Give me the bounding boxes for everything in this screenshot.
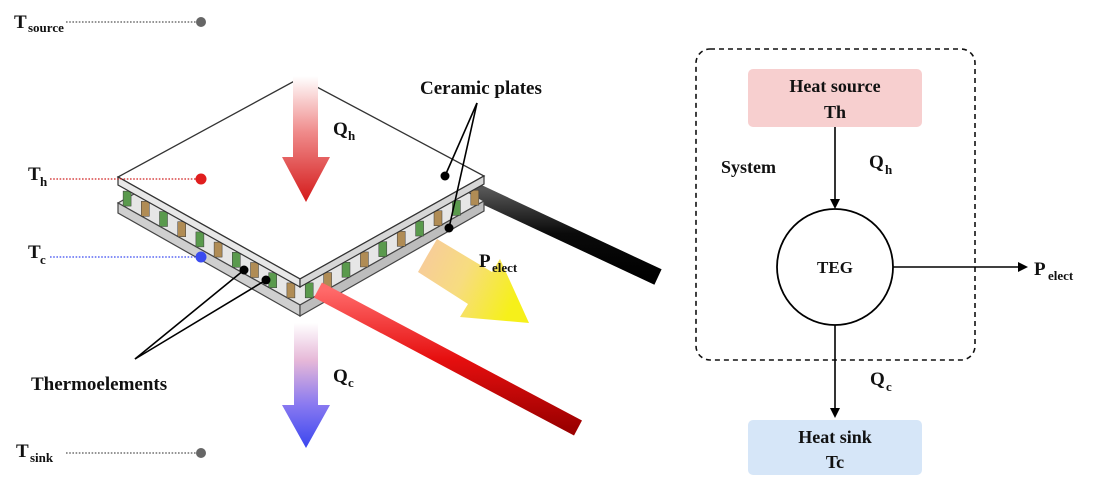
- thermoelement-pellet: [195, 231, 205, 248]
- ceramic-callout-dot-2: [444, 223, 454, 233]
- qc-main: Q: [333, 366, 348, 387]
- thermo-callout-dot-2: [261, 275, 271, 285]
- ceramic-callout-dot-1: [440, 171, 450, 181]
- t-source-sub: source: [28, 20, 64, 35]
- qc-arrow: [282, 323, 330, 448]
- qc-flow-label: Q c: [870, 369, 892, 394]
- thermoelement-array: [122, 189, 480, 299]
- t-c-sub: c: [40, 252, 46, 267]
- p-elect-flow-label: P elect: [1034, 259, 1074, 283]
- qh-flow-main: Q: [869, 152, 884, 173]
- thermo-callout-dot-1: [239, 265, 249, 275]
- black-wire: [468, 182, 662, 285]
- t-source-label: T source: [14, 12, 64, 35]
- qh-sub: h: [348, 128, 356, 143]
- qh-flow-label: Q h: [869, 152, 893, 177]
- thermoelement-pellet: [452, 200, 461, 216]
- thermoelement-pellet: [396, 231, 406, 247]
- heat-source-box: [748, 69, 922, 127]
- p-elect-arrow: [418, 239, 529, 323]
- p-elect-flow-sub: elect: [1048, 268, 1074, 283]
- red-wire: [314, 282, 582, 436]
- p-elect-main: P: [479, 251, 491, 272]
- teg-label: TEG: [817, 258, 853, 277]
- qc-flow-main: Q: [870, 369, 885, 390]
- thermoelement-pellet: [141, 201, 150, 217]
- ceramic-callout-line-1: [444, 102, 478, 177]
- ceramic-callout-line-2: [448, 102, 478, 229]
- ceramic-plates-label: Ceramic plates: [420, 78, 542, 99]
- t-c-label: T c: [28, 242, 46, 267]
- thermoelement-pellet: [433, 210, 443, 226]
- thermoelement-pellet: [177, 221, 186, 237]
- qh-flow-sub: h: [885, 162, 893, 177]
- t-source-dot: [196, 17, 206, 27]
- t-h-sub: h: [40, 174, 48, 189]
- t-sink-sub: sink: [30, 450, 54, 465]
- heat-sink-title: Heat sink: [798, 427, 872, 447]
- qh-label: Q h: [333, 119, 356, 143]
- thermoelements-label: Thermoelements: [31, 374, 167, 395]
- p-elect-sub: elect: [492, 260, 518, 275]
- qh-main: Q: [333, 119, 348, 140]
- t-c-main: T: [28, 242, 41, 263]
- t-h-label: T h: [28, 164, 48, 189]
- t-source-main: T: [14, 12, 27, 33]
- thermo-callout-line-2: [134, 279, 267, 360]
- qc-label: Q c: [333, 366, 354, 390]
- heat-sink-temp: Tc: [826, 452, 844, 472]
- heat-source-temp: Th: [824, 102, 846, 122]
- thermoelement-pellet: [250, 262, 259, 278]
- qc-flow-sub: c: [886, 379, 892, 394]
- heat-sink-box: [748, 420, 922, 475]
- system-label: System: [721, 157, 776, 177]
- t-h-main: T: [28, 164, 41, 185]
- thermoelement-pellet: [286, 282, 296, 299]
- p-elect-flow-main: P: [1034, 259, 1046, 280]
- p-elect-label: P elect: [479, 251, 518, 275]
- thermoelement-pellet: [415, 220, 424, 237]
- heat-source-title: Heat source: [789, 76, 880, 96]
- t-sink-dot: [196, 448, 206, 458]
- thermoelement-pellet: [470, 189, 480, 206]
- t-c-dot: [195, 251, 207, 263]
- qc-sub: c: [348, 375, 354, 390]
- qh-arrow: [282, 76, 330, 202]
- thermoelement-pellet: [232, 252, 241, 268]
- top-ceramic-plate-right-face: [299, 174, 485, 289]
- thermoelement-pellet: [159, 211, 168, 227]
- thermoelement-pellet: [304, 282, 314, 299]
- t-h-dot: [195, 173, 207, 185]
- thermoelement-pellet: [341, 262, 351, 278]
- t-sink-main: T: [16, 441, 29, 462]
- thermoelement-pellet: [122, 190, 132, 207]
- thermoelement-pellet: [360, 251, 369, 268]
- thermo-callout-line-1: [134, 269, 245, 360]
- thermoelement-pellet: [213, 241, 223, 258]
- t-sink-label: T sink: [16, 441, 54, 465]
- thermoelement-pellet: [378, 241, 388, 257]
